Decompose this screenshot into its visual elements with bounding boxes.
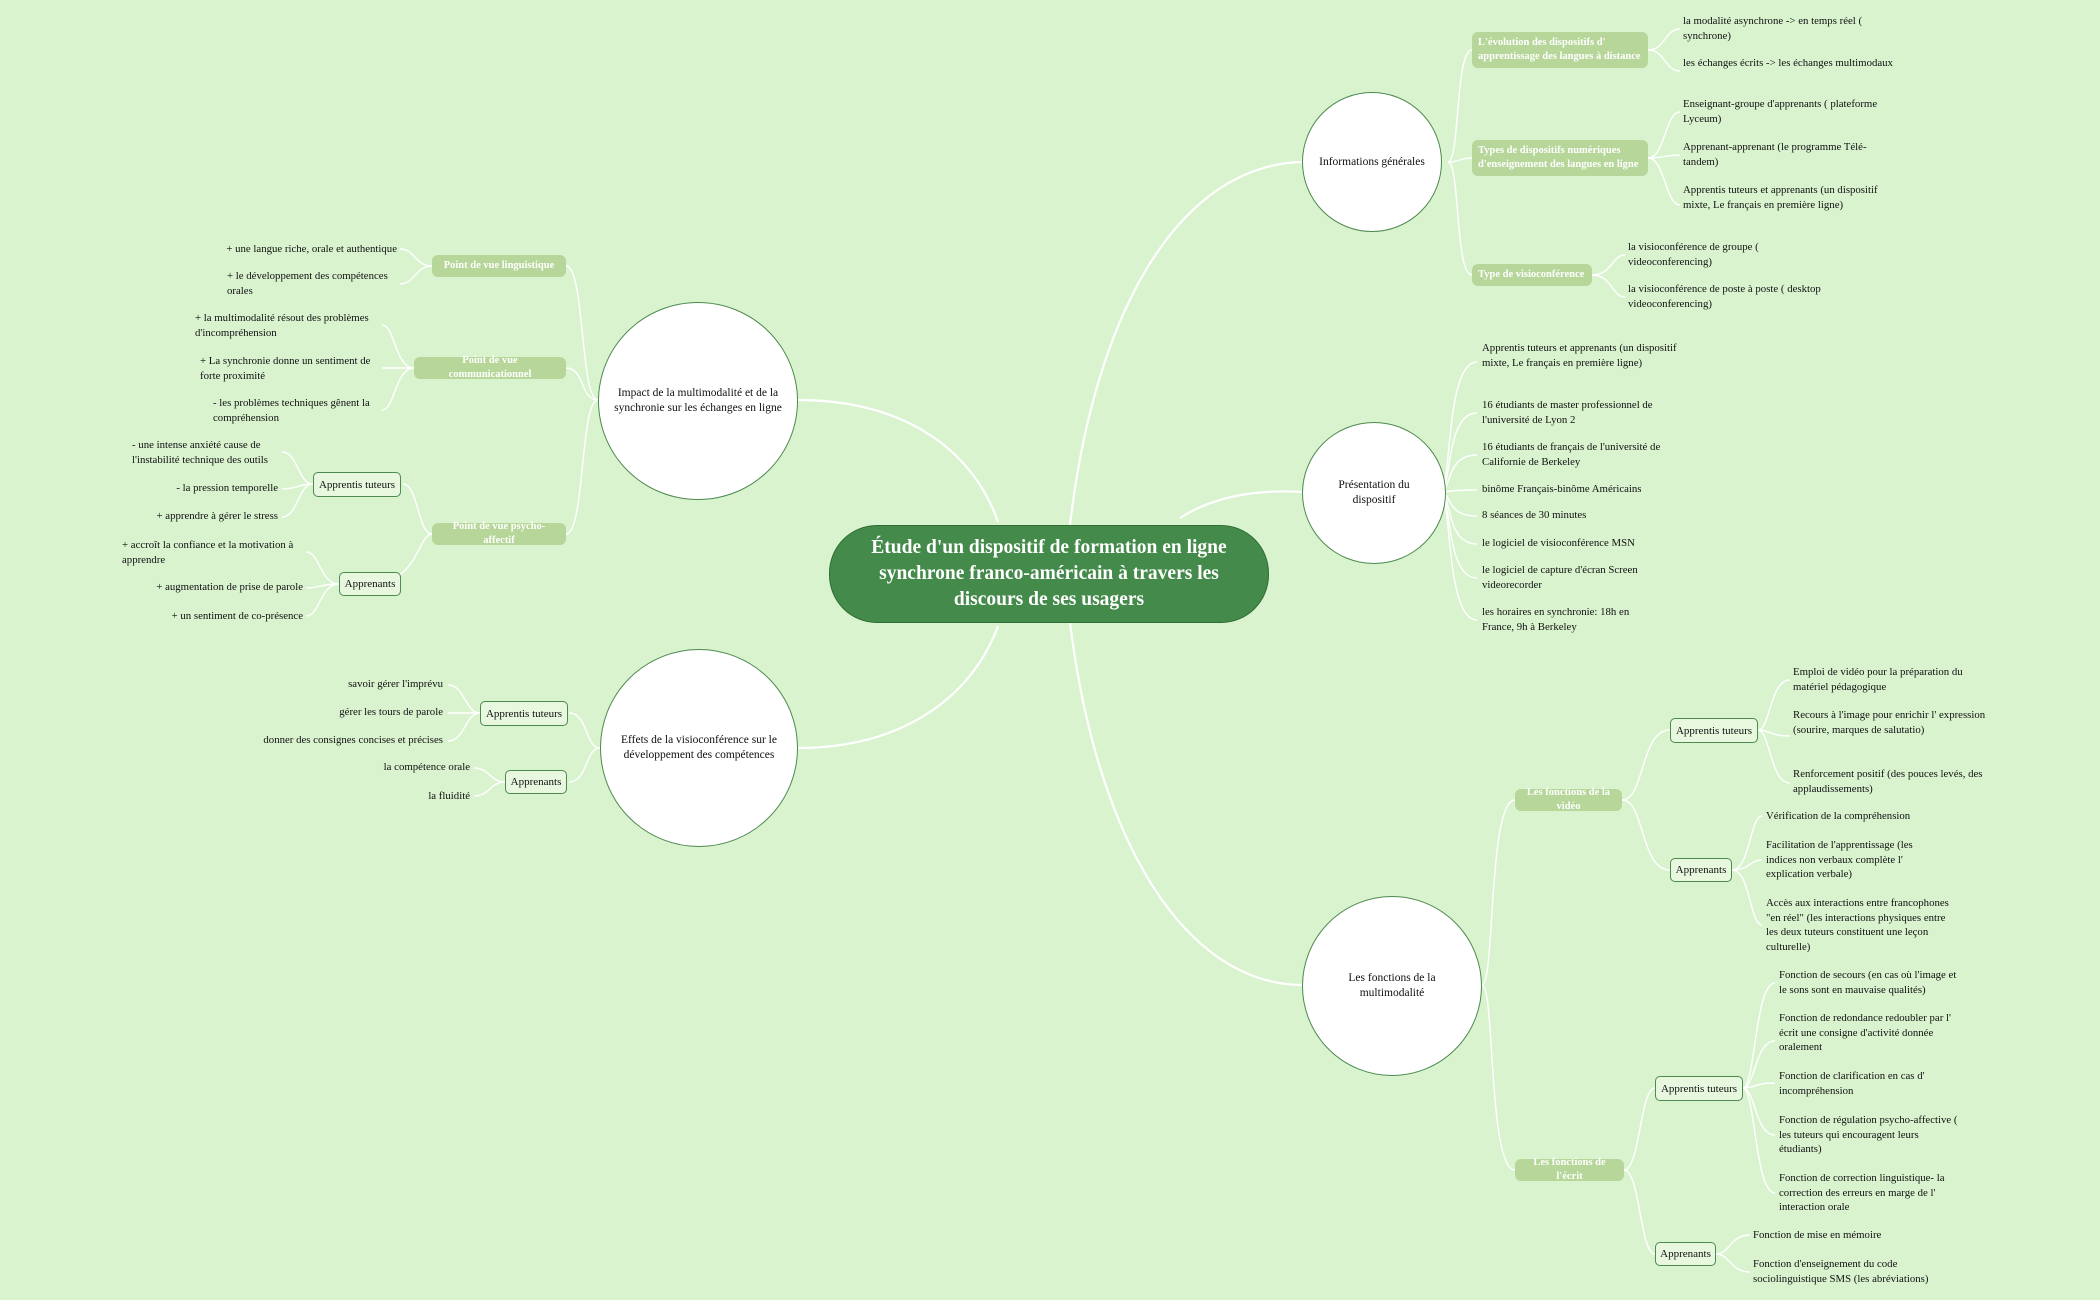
central-topic[interactable]: Étude d'un dispositif de formation en li… xyxy=(829,525,1269,623)
subtopic-point-de-vue-psycho-affectif[interactable]: Point de vue psycho-affectif xyxy=(432,521,566,546)
leaf-video-apprenants-1: Vérification de la compréhension xyxy=(1766,810,1911,822)
video-apprentis-tuteurs[interactable]: Apprentis tuteurs xyxy=(1670,718,1758,743)
leaf-types-3: Apprentis tuteurs et apprenants (un disp… xyxy=(1683,184,1878,211)
leaf-linguistique-1: + une langue riche, orale et authentique xyxy=(226,243,397,255)
subtopic-fonctions-video[interactable]: Les fonctions de la vidéo xyxy=(1515,787,1622,812)
leaf-presentation-6: le logiciel de visioconférence MSN xyxy=(1482,537,1635,549)
leaf-linguistique-2: + le développement des compétences orale… xyxy=(227,270,388,297)
psycho-apprentis-tuteurs[interactable]: Apprentis tuteurs xyxy=(313,472,401,497)
subtopic-types-dispositifs[interactable]: Types de dispositifs numériques d'enseig… xyxy=(1472,140,1648,176)
subtopic-fonctions-ecrit[interactable]: Les fonctions de l'écrit xyxy=(1515,1157,1624,1182)
leaf-ecrit-tuteurs-3: Fonction de clarification en cas d' inco… xyxy=(1779,1070,1925,1097)
leaf-presentation-1: Apprentis tuteurs et apprenants (un disp… xyxy=(1482,342,1677,369)
leaf-effets-apprenants-1: la compétence orale xyxy=(383,761,470,773)
leaf-psycho-tuteurs-1: - une intense anxiété cause de l'instabi… xyxy=(132,439,268,466)
leaf-psycho-apprenants-3: + un sentiment de co-présence xyxy=(171,610,303,622)
leaf-ecrit-tuteurs-1: Fonction de secours (en cas où l'image e… xyxy=(1779,969,1957,996)
leaf-psycho-tuteurs-2: - la pression temporelle xyxy=(176,482,278,494)
leaf-effets-tuteurs-3: donner des consignes concises et précise… xyxy=(263,734,443,746)
leaf-presentation-8: les horaires en synchronie: 18h en Franc… xyxy=(1482,606,1630,633)
leaf-presentation-2: 16 étudiants de master professionnel de … xyxy=(1482,399,1653,426)
leaf-psycho-apprenants-2: + augmentation de prise de parole xyxy=(156,581,303,593)
leaf-presentation-4: binôme Français-binôme Américains xyxy=(1482,483,1642,495)
leaf-video-tuteurs-2: Recours à l'image pour enrichir l' expre… xyxy=(1793,709,1986,736)
leaf-evolution-1: la modalité asynchrone -> en temps réel … xyxy=(1683,15,1863,42)
leaf-video-tuteurs-1: Emploi de vidéo pour la préparation du m… xyxy=(1793,666,1963,693)
leaf-ecrit-apprenants-2: Fonction d'enseignement du code sociolin… xyxy=(1753,1258,1929,1285)
leaf-psycho-apprenants-1: + accroît la confiance et la motivation … xyxy=(122,539,294,566)
leaf-presentation-3: 16 étudiants de français de l'université… xyxy=(1482,441,1661,468)
topic-effets-visioconference[interactable]: Effets de la visioconférence sur le déve… xyxy=(600,649,798,847)
leaf-communicationnel-2: + La synchronie donne un sentiment de fo… xyxy=(200,355,371,382)
psycho-apprenants[interactable]: Apprenants xyxy=(339,572,401,596)
effets-apprentis-tuteurs[interactable]: Apprentis tuteurs xyxy=(480,701,568,726)
topic-impact-multimodalite[interactable]: Impact de la multimodalité et de la sync… xyxy=(598,302,798,500)
leaf-communicationnel-1: + la multimodalité résout des problèmes … xyxy=(195,312,369,339)
subtopic-evolution-dispositifs[interactable]: L'évolution des dispositifs d' apprentis… xyxy=(1472,32,1648,68)
leaf-visio-2: la visioconférence de poste à poste ( de… xyxy=(1628,283,1821,310)
leaf-presentation-5: 8 séances de 30 minutes xyxy=(1482,509,1587,521)
leaf-psycho-tuteurs-3: + apprendre à gérer le stress xyxy=(156,510,279,522)
effets-apprenants[interactable]: Apprenants xyxy=(505,770,567,794)
subtopic-point-de-vue-communicationnel[interactable]: Point de vue communicationnel xyxy=(414,355,566,380)
leaf-video-apprenants-3: Accès aux interactions entre francophone… xyxy=(1766,897,1949,953)
leaf-types-1: Enseignant-groupe d'apprenants ( platefo… xyxy=(1683,98,1878,125)
subtopic-type-visioconference[interactable]: Type de visioconférence xyxy=(1472,264,1592,286)
leaf-effets-apprenants-2: la fluidité xyxy=(428,790,470,802)
topic-fonctions-multimodalite[interactable]: Les fonctions de la multimodalité xyxy=(1302,896,1482,1076)
leaf-evolution-2: les échanges écrits -> les échanges mult… xyxy=(1683,57,1893,69)
leaf-effets-tuteurs-1: savoir gérer l'imprévu xyxy=(348,678,443,690)
leaf-ecrit-tuteurs-2: Fonction de redondance redoubler par l' … xyxy=(1779,1012,1951,1053)
leaf-video-apprenants-2: Facilitation de l'apprentissage (les ind… xyxy=(1766,839,1913,880)
leaf-visio-1: la visioconférence de groupe ( videoconf… xyxy=(1628,241,1759,268)
ecrit-apprenants[interactable]: Apprenants xyxy=(1655,1242,1716,1266)
leaf-effets-tuteurs-2: gérer les tours de parole xyxy=(339,706,443,718)
topic-presentation-dispositif[interactable]: Présentation du dispositif xyxy=(1302,422,1446,564)
leaf-ecrit-apprenants-1: Fonction de mise en mémoire xyxy=(1753,1229,1882,1241)
leaf-presentation-7: le logiciel de capture d'écran Screen vi… xyxy=(1482,564,1638,591)
leaf-ecrit-tuteurs-5: Fonction de correction linguistique- la … xyxy=(1779,1172,1945,1213)
subtopic-point-de-vue-linguistique[interactable]: Point de vue linguistique xyxy=(432,255,566,277)
video-apprenants[interactable]: Apprenants xyxy=(1670,858,1732,882)
leaf-video-tuteurs-3: Renforcement positif (des pouces levés, … xyxy=(1793,768,1983,795)
topic-informations-generales[interactable]: Informations générales xyxy=(1302,92,1442,232)
leaf-communicationnel-3: - les problèmes techniques gênent la com… xyxy=(213,397,370,424)
leaf-types-2: Apprenant-apprenant (le programme Télé-t… xyxy=(1683,141,1867,168)
leaf-ecrit-tuteurs-4: Fonction de régulation psycho-affective … xyxy=(1779,1114,1958,1155)
ecrit-apprentis-tuteurs[interactable]: Apprentis tuteurs xyxy=(1655,1076,1743,1101)
